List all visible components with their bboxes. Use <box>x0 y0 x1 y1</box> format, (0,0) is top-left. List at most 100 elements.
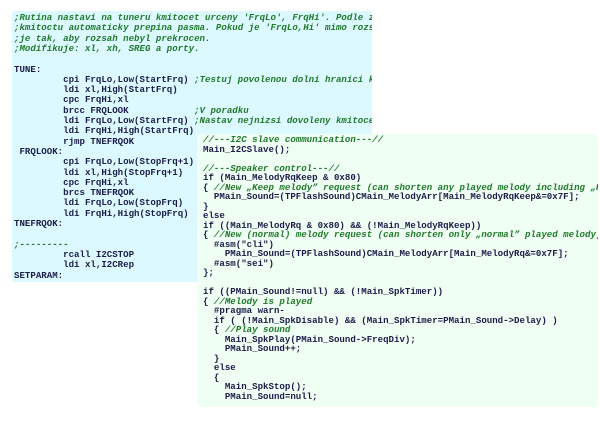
code-text: PMain_Sound=(TPFlashSound)CMain_MelodyAr… <box>203 191 580 202</box>
code-text: if ((Main_MelodyRq & 0x80) && (!Main_Mel… <box>203 219 482 231</box>
code-line: ldi xl,High(StartFrq) <box>14 85 178 95</box>
code-text: ldi FrqLo,Low(StopFrq) <box>14 197 184 209</box>
code-line: cpi FrqLo,Low(StopFrq+1) <box>14 157 194 167</box>
code-line: #asm("cli") <box>203 238 274 250</box>
code-comment: ;Rutina nastavi na tuneru kmitocet urcen… <box>14 12 372 23</box>
code-comment: ;--------- <box>14 238 69 250</box>
code-text: ldi FrqLo,Low(StartFrq) <box>14 115 189 126</box>
code-text: ldi FrqHi,High(StartFrq) <box>14 125 195 137</box>
code-text: PMain_Sound++; <box>203 343 302 354</box>
code-line: }; <box>203 268 214 278</box>
code-line: rjmp TNEFRQOK <box>14 135 135 147</box>
code-line: else <box>203 211 225 221</box>
code-comment: ;Nastav nejnizsi dovoleny kmitocet <box>194 115 372 126</box>
code-text: ldi FrqHi,High(StopFrq) <box>14 207 189 219</box>
code-text: #asm("cli") <box>203 238 274 250</box>
code-comment: //Play sound <box>224 324 291 335</box>
code-comment: ;Testuj povolenou dolni hranici kmitoctu <box>194 73 372 85</box>
code-line: Main_SpkPlay(PMain_Sound->FreqDiv); <box>203 334 416 345</box>
code-comment: ;kmitoctu automaticky prepina pasma. Pok… <box>14 22 372 34</box>
code-line: Main_SpkStop(); <box>203 382 307 392</box>
code-line: brcc FRQLOOK ;V poradku <box>14 104 249 116</box>
code-comment: //New (normal) melody request (can short… <box>213 229 598 240</box>
code-text: if ((PMain_Sound!=null) && (!Main_SpkTim… <box>203 286 444 297</box>
code-text: cpi FrqLo,Low(StartFrq) <box>14 73 189 85</box>
code-text: TUNE: <box>14 63 42 75</box>
code-line: FRQLOOK: <box>14 145 64 157</box>
code-comment: ;je tak, aby rozsah nebyl prekrocen. <box>14 32 211 44</box>
code-text: ldi xl,High(StartFrq) <box>14 84 178 96</box>
code-line: PMain_Sound++; <box>203 344 301 354</box>
code-comment: //Melody is played <box>213 295 313 307</box>
code-line: ldi FrqHi,High(StopFrq) <box>14 207 189 219</box>
code-text: Main_SpkStop(); <box>203 381 307 392</box>
code-text: cpc FrqHi,xl <box>14 94 129 106</box>
code-line: #pragma warn- <box>203 306 285 316</box>
code-line: //---I2C slave communication---// <box>203 135 383 145</box>
c-code-listing: //---I2C slave communication---//Main_I2… <box>197 134 598 407</box>
code-comment: ;Modifikuje: xl, xh, SREG a porty. <box>14 42 200 54</box>
code-line: PMain_Sound=(TPFlashSound)CMain_MelodyAr… <box>203 249 569 259</box>
code-text: #pragma warn- <box>203 305 285 316</box>
code-text: else <box>203 210 225 221</box>
code-text: rjmp TNEFRQOK <box>14 135 135 147</box>
code-line: if (Main_MelodyRqKeep & 0x80) <box>203 173 361 183</box>
code-text: Main_I2CSlave(); <box>203 143 291 155</box>
code-line: { //New „Keep melody” request (can short… <box>203 181 598 193</box>
code-line: } <box>203 352 220 364</box>
code-line: //---Speaker control---// <box>203 163 339 174</box>
code-line: cpi FrqLo,Low(StartFrq) ;Testuj povolenou… <box>14 73 372 85</box>
code-line: ;Rutina nastavi na tuneru kmitocet urcen… <box>14 13 372 23</box>
code-line: ;kmitoctu automaticky prepina pasma. Pok… <box>14 23 372 33</box>
code-line: { //Play sound <box>203 325 290 335</box>
code-text: SETPARAM: <box>14 269 64 281</box>
code-text: { <box>203 371 220 383</box>
code-comment: //New „Keep melody” request (can shorten… <box>213 181 598 193</box>
code-line: ldi FrqHi,High(StartFrq) <box>14 126 194 136</box>
code-line: cpc FrqHi,xl <box>14 176 129 188</box>
code-line: { //Melody is played <box>203 295 313 307</box>
code-line: SETPARAM: <box>14 269 64 281</box>
code-line: ;--------- <box>14 238 69 250</box>
code-text: cpi FrqLo,Low(StopFrq+1) <box>14 156 195 168</box>
code-text: { <box>203 181 214 193</box>
code-text: { <box>203 229 214 240</box>
code-text: } <box>203 200 209 212</box>
code-comment: ;V poradku <box>194 104 249 116</box>
code-line: ldi xl,I2CRep <box>14 260 134 270</box>
code-text: else <box>203 362 236 373</box>
code-text: TNEFRQOK: <box>14 218 64 229</box>
code-line: TNEFRQOK: <box>14 219 63 229</box>
code-line: ldi FrqLo,Low(StopFrq) <box>14 198 183 208</box>
code-line: PMain_Sound=(TPFlashSound)CMain_MelodyAr… <box>203 192 580 202</box>
code-line: cpc FrqHi,xl <box>14 95 129 105</box>
code-text: ldi xl,High(StopFrq+1) <box>14 166 184 178</box>
code-line: rcall I2CSTOP <box>14 249 134 260</box>
code-line: { <box>203 371 220 383</box>
code-text: { <box>203 324 225 335</box>
code-line: } <box>203 200 209 212</box>
code-line: #asm("sei") <box>203 258 274 269</box>
code-line: TUNE: <box>14 63 42 75</box>
code-line: { //New (normal) melody request (can sho… <box>203 230 598 240</box>
code-text: FRQLOOK: <box>14 145 64 157</box>
code-text: ldi xl,I2CRep <box>14 259 135 271</box>
code-line: PMain_Sound=null; <box>203 390 318 402</box>
code-text: cpc FrqHi,xl <box>14 176 129 188</box>
code-line: if ((Main_MelodyRq & 0x80) && (!Main_Mel… <box>203 219 482 231</box>
code-line: ldi xl,High(StopFrq+1) <box>14 166 184 178</box>
code-text: } <box>203 352 220 364</box>
code-text: if ( (!Main_SpkDisable) && (Main_SpkTime… <box>203 314 558 326</box>
code-line: if ( (!Main_SpkDisable) && (Main_SpkTime… <box>203 314 558 326</box>
code-line: else <box>203 363 236 373</box>
code-text: PMain_Sound=null; <box>203 390 318 402</box>
code-comment: //---I2C slave communication---// <box>203 134 384 145</box>
code-text: { <box>203 295 214 307</box>
code-line: if ((PMain_Sound!=null) && (!Main_SpkTim… <box>203 287 443 297</box>
code-text: }; <box>203 267 214 278</box>
code-line: brcs TNEFRQOK <box>14 188 134 198</box>
code-line: Main_I2CSlave(); <box>203 143 291 155</box>
code-text: brcc FRQLOOK <box>14 104 129 116</box>
code-line: ;je tak, aby rozsah nebyl prekrocen. <box>14 32 211 44</box>
code-text: PMain_Sound=(TPFlashSound)CMain_MelodyAr… <box>203 248 569 259</box>
